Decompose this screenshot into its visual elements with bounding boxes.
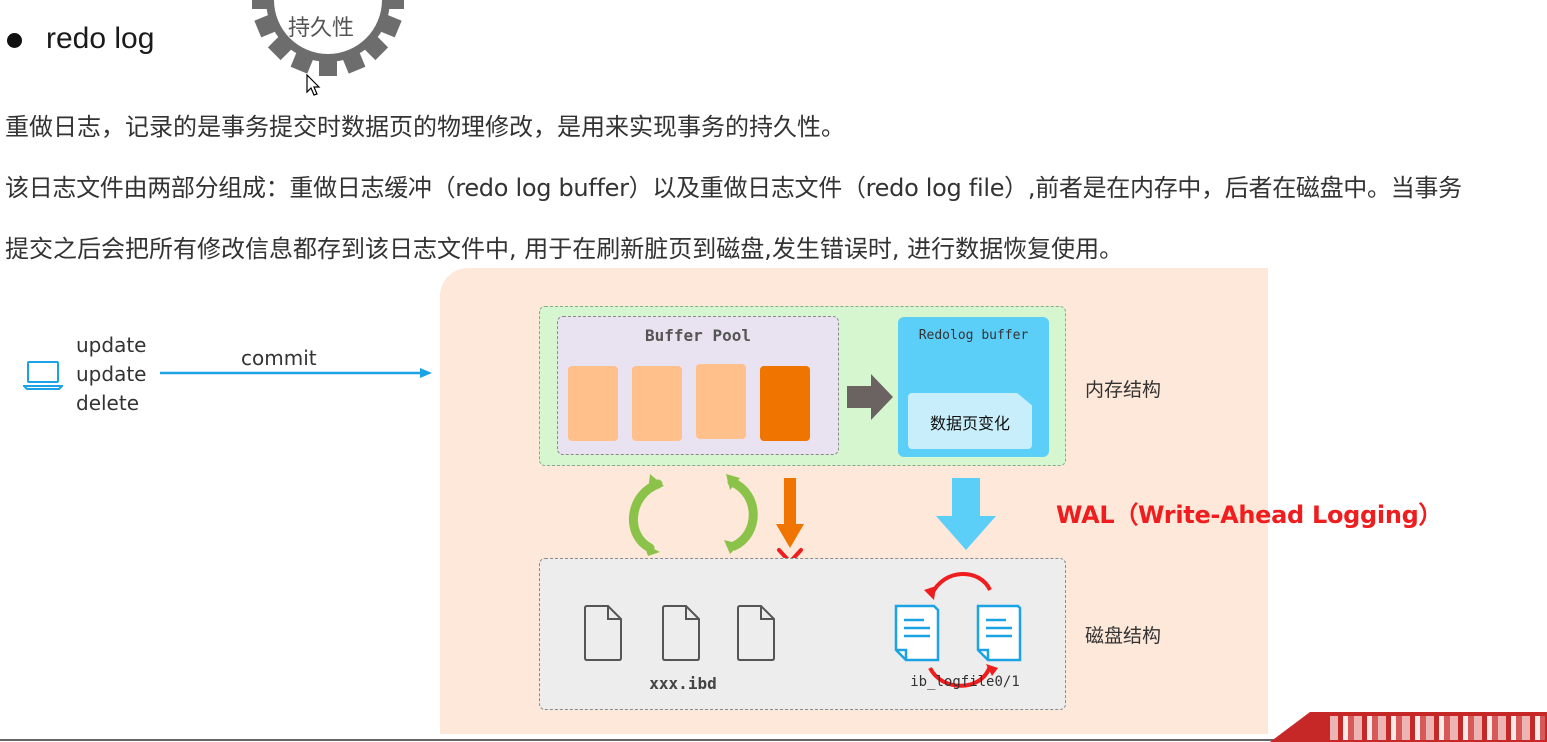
bullet-dot — [7, 33, 22, 48]
paragraph-definition: 重做日志，记录的是事务提交时数据页的物理修改，是用来实现事务的持久性。 — [5, 113, 845, 141]
buffer-pool-title: Buffer Pool — [645, 326, 751, 345]
paragraph-usage: 提交之后会把所有修改信息都存到该日志文件中, 用于在刷新脏页到磁盘,发生错误时,… — [5, 235, 1124, 263]
laptop-icon — [23, 361, 63, 390]
right-arrow-icon — [847, 374, 893, 420]
operation-update-1: update — [76, 333, 147, 357]
commit-arrow — [160, 368, 432, 378]
disk-structure-label: 磁盘结构 — [1085, 625, 1162, 647]
page-change-label: 数据页变化 — [929, 414, 1010, 433]
page-change-card — [908, 393, 1032, 449]
mouse-cursor-icon — [306, 74, 321, 96]
wal-label: WAL（Write-Ahead Logging） — [1056, 501, 1443, 529]
durability-badge-label: 持久性 — [288, 16, 355, 41]
logfile-cycle-icon — [894, 572, 1022, 688]
log-files-label: ib_logfile0/1 — [910, 674, 1020, 690]
section-heading: redo log — [46, 22, 155, 55]
flush-down-arrow — [936, 478, 996, 550]
data-files-label: xxx.ibd — [649, 674, 717, 693]
operation-update-2: update — [76, 362, 147, 386]
file-icon — [737, 605, 775, 661]
buffer-page — [696, 364, 746, 439]
redolog-buffer-title: Redolog buffer — [918, 328, 1029, 343]
commit-label: commit — [241, 346, 317, 370]
paragraph-composition: 该日志文件由两部分组成：重做日志缓冲（redo log buffer）以及重做日… — [5, 174, 1462, 202]
sync-cycle-arrows-icon — [629, 474, 758, 556]
file-icon — [662, 605, 700, 661]
buffer-page — [568, 366, 618, 441]
file-icon — [584, 605, 622, 661]
footer-watermark — [1330, 716, 1545, 740]
gear-icon — [252, 0, 404, 76]
bottom-divider — [0, 739, 1310, 741]
buffer-page — [632, 366, 682, 441]
dirty-buffer-page — [760, 366, 810, 441]
memory-structure-label: 内存结构 — [1085, 379, 1162, 401]
operation-delete: delete — [76, 391, 140, 415]
